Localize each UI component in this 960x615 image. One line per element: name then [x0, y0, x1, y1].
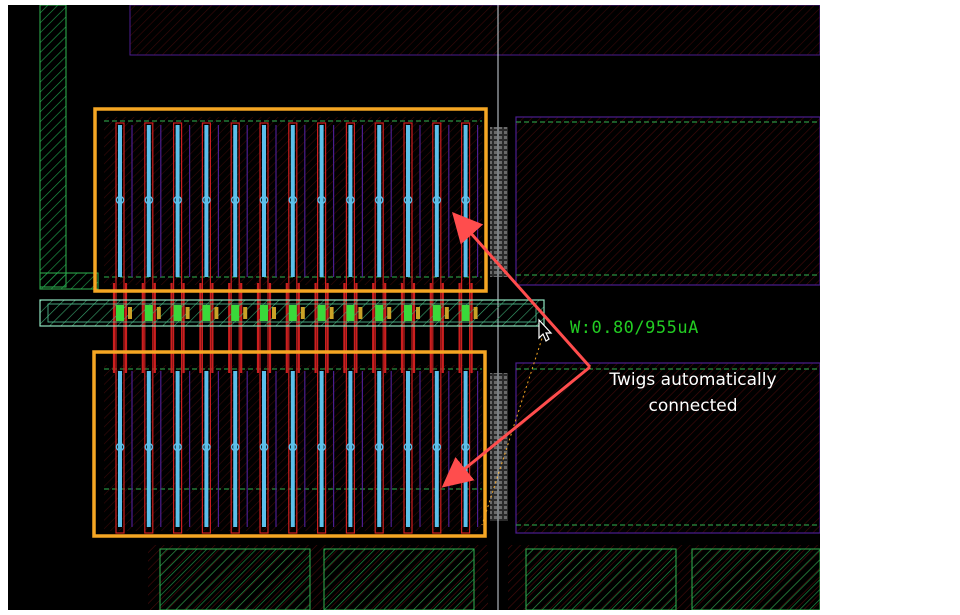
contact-pin: [346, 442, 355, 452]
poly-finger: [259, 122, 269, 534]
contact-pin: [144, 195, 154, 205]
bus-via-edge: [128, 307, 132, 319]
bus-via-edge: [473, 307, 478, 319]
poly-finger: [144, 122, 154, 534]
contact-pin: [288, 195, 298, 205]
highlight-box-lower: [92, 350, 487, 538]
layout-view[interactable]: [8, 5, 820, 610]
bus-via-edge: [300, 307, 305, 319]
routing-bus[interactable]: [39, 299, 545, 327]
bus-via: [404, 305, 412, 321]
twig-array: [104, 117, 482, 534]
width-current-readout: W:0.80/955uA: [570, 318, 699, 338]
top-device-array: [129, 5, 820, 56]
poly-finger: [115, 122, 125, 534]
callout-arrows: [441, 212, 592, 488]
bus-via: [144, 305, 153, 321]
via-strip-upper: [490, 127, 508, 277]
bus-via-edge: [416, 307, 420, 319]
left-power-rail: [39, 5, 99, 290]
bus-via: [461, 305, 470, 321]
contact-pin: [403, 442, 413, 452]
bus-via: [375, 305, 384, 321]
via-strip-lower: [490, 373, 508, 521]
contact-pin: [115, 195, 125, 205]
bus-via: [231, 305, 240, 321]
bus-via: [432, 305, 441, 321]
contact-pin: [346, 195, 355, 205]
poly-finger: [173, 122, 183, 534]
bus-via: [116, 305, 124, 321]
poly-finger: [345, 122, 355, 534]
poly-finger: [403, 122, 413, 534]
contact-pin: [317, 195, 326, 205]
contact-pin: [403, 195, 413, 205]
bus-via-edge: [156, 307, 161, 319]
bus-via: [288, 305, 297, 321]
bus-via-edge: [214, 307, 219, 319]
contact-pin: [202, 442, 211, 452]
rubber-band-line: [481, 328, 546, 526]
bus-via: [202, 305, 211, 321]
bottom-cells: [148, 545, 820, 610]
contact-pin: [432, 442, 442, 452]
layout-canvas[interactable]: W:0.80/955uA Twigs automatically connect…: [8, 5, 820, 610]
poly-finger: [288, 122, 298, 534]
bus-via-edge: [387, 307, 392, 319]
annotation-line-1: Twigs automatically: [609, 370, 777, 390]
bus-via: [346, 305, 355, 321]
contact-pin: [259, 195, 269, 205]
annotation-line-2: connected: [648, 396, 738, 416]
contact-pin: [374, 195, 384, 205]
bus-via-edge: [272, 307, 276, 319]
contact-pin: [288, 442, 298, 452]
contact-pin: [230, 195, 240, 205]
bus-via: [173, 305, 182, 321]
contact-pin: [461, 442, 470, 452]
bus-via: [317, 305, 326, 321]
contact-pin: [144, 442, 154, 452]
annotation-callout: Twigs automatically connected: [604, 367, 782, 419]
contact-pin: [115, 442, 125, 452]
contact-pin: [374, 442, 384, 452]
contact-pin: [230, 442, 240, 452]
contact-pin: [202, 195, 211, 205]
bus-via: [260, 305, 268, 321]
poly-finger: [230, 122, 240, 534]
pointer-arrow-icon: [538, 318, 553, 342]
bus-via-edge: [185, 307, 190, 319]
contact-pin: [173, 195, 182, 205]
poly-finger: [317, 122, 327, 534]
contact-pin: [317, 442, 326, 452]
right-device-array-lower: [515, 362, 820, 534]
poly-finger: [201, 122, 211, 534]
bus-via-edge: [329, 307, 334, 319]
poly-finger: [461, 122, 471, 534]
poly-finger: [432, 122, 442, 534]
bus-via-edge: [243, 307, 248, 319]
contact-pin: [432, 195, 442, 205]
contact-pin: [259, 442, 269, 452]
bus-via-edge: [444, 307, 449, 319]
contact-pin: [173, 442, 182, 452]
contact-pin: [461, 195, 470, 205]
poly-finger: [374, 122, 384, 534]
right-device-array-upper: [515, 116, 820, 286]
bus-via-edge: [358, 307, 363, 319]
highlight-box-upper: [93, 107, 488, 293]
